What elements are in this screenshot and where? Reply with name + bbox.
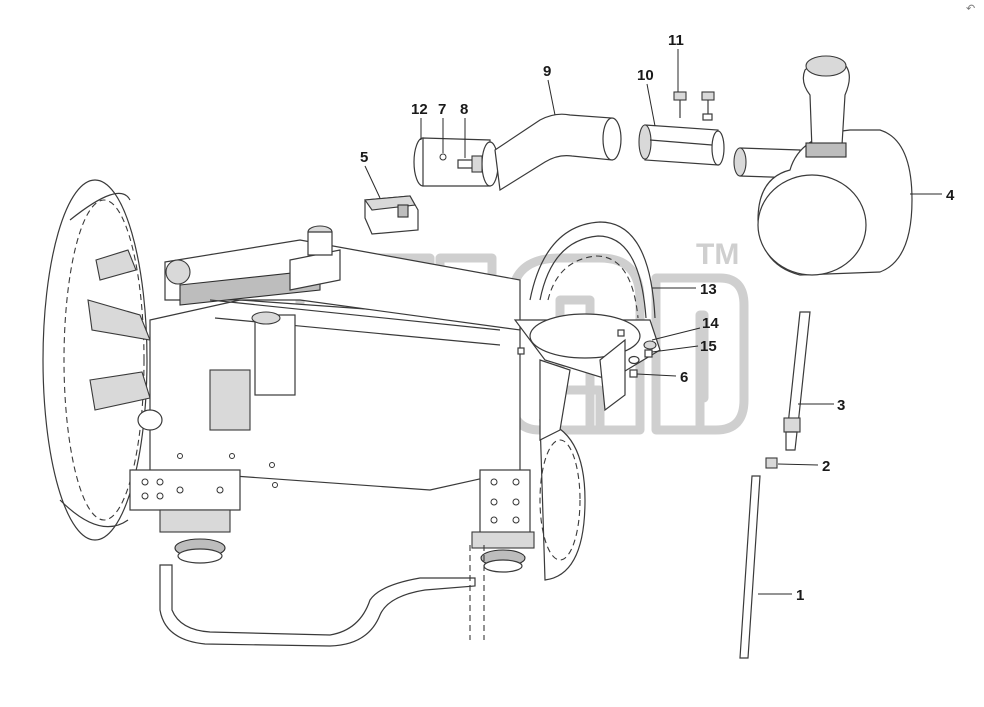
callout-7: 7 (438, 101, 446, 118)
callout-3: 3 (837, 397, 845, 414)
leader-lines (364, 49, 942, 595)
callout-13: 13 (700, 281, 717, 298)
callout-14: 14 (702, 315, 719, 332)
part-3-tube (783, 311, 811, 451)
trademark-symbol: TM (696, 238, 739, 271)
callout-11: 11 (668, 32, 684, 49)
part-14-15-6-hardware (517, 329, 657, 378)
callout-12: 12 (411, 101, 428, 118)
part-4-muffler (733, 55, 913, 276)
part-1-rod (739, 475, 761, 659)
part-10-sleeve (638, 124, 725, 166)
callout-labels: 1 2 3 4 5 6 7 8 9 10 11 12 13 14 15 (360, 32, 955, 604)
callout-2: 2 (822, 458, 830, 475)
callout-5: 5 (360, 149, 368, 166)
corner-mark: ↶ (966, 3, 975, 15)
callout-10: 10 (637, 67, 654, 84)
engine-assembly (42, 179, 661, 647)
part-11-bolts (673, 91, 715, 121)
callout-1: 1 (796, 587, 804, 604)
part-2-nut (765, 457, 778, 469)
part-5-bracket (364, 195, 419, 235)
callout-15: 15 (700, 338, 717, 355)
part-9-bent-exhaust-pipe (494, 113, 622, 192)
callout-6: 6 (680, 369, 688, 386)
callout-8: 8 (460, 101, 468, 118)
part-12-flange-pipe (413, 137, 499, 187)
callout-9: 9 (543, 63, 551, 80)
callout-4: 4 (946, 187, 955, 204)
